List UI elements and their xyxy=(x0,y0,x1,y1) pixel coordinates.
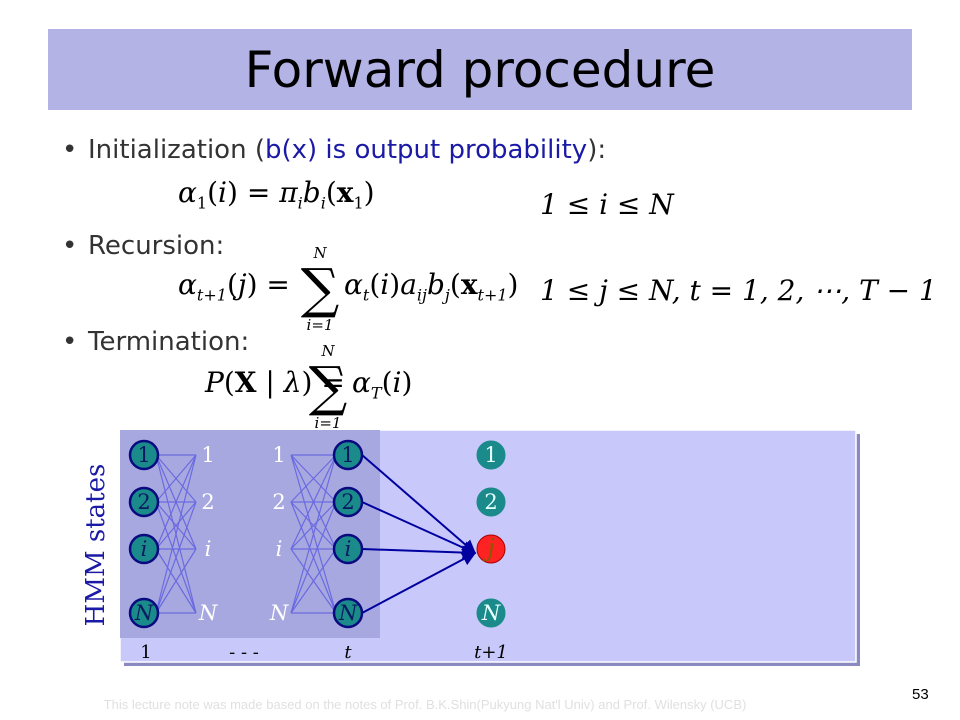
time-label: t xyxy=(344,642,352,663)
transition-edge xyxy=(290,454,337,550)
transition-edge xyxy=(290,548,337,614)
state-label: 1 xyxy=(484,443,497,467)
bullet-dot: • xyxy=(62,231,78,261)
state-node xyxy=(332,533,364,565)
state-node xyxy=(128,533,160,565)
page-number: 53 xyxy=(912,686,929,703)
transition-edge xyxy=(290,501,337,614)
y-axis-label: HMM states xyxy=(81,464,111,627)
state-label: 1 xyxy=(137,443,150,467)
bullet-initialization: •Initialization (b(x) is output probabil… xyxy=(62,135,607,165)
state-label: 2 xyxy=(137,490,150,514)
time-label: t+1 xyxy=(474,642,508,663)
transition-edge xyxy=(290,501,337,550)
state-label: 2 xyxy=(341,490,354,514)
sigma-icon: ∑ xyxy=(300,257,340,320)
transition-edge xyxy=(155,454,197,550)
bullet-dot: • xyxy=(62,135,78,165)
sum-termination: N ∑ i=1 xyxy=(306,342,350,432)
sigma-icon: ∑ xyxy=(308,355,348,418)
output-probability-note: b(x) is output probability xyxy=(264,135,588,165)
bullet-dot: • xyxy=(62,327,78,357)
time-label: 1 xyxy=(140,642,151,663)
bullet-termination: •Termination: xyxy=(62,327,250,357)
state-label: 2 xyxy=(484,490,497,514)
transition-edge xyxy=(155,548,197,614)
sum-recursion: N ∑ i=1 xyxy=(298,244,342,334)
transition-edge xyxy=(155,501,197,550)
transition-edge xyxy=(290,454,337,614)
arrow-to-j xyxy=(361,501,477,555)
state-node xyxy=(476,440,506,470)
state-node xyxy=(332,486,364,518)
time-label: - - - xyxy=(229,642,259,663)
bullet-recursion: •Recursion: xyxy=(62,231,225,261)
transition-edge xyxy=(155,501,197,614)
formula-recursion: αt+1(j) = xyxy=(178,268,290,305)
state-label: i xyxy=(141,537,148,561)
arrow-to-j xyxy=(361,454,477,554)
state-node xyxy=(128,597,160,629)
formula-termination: P(X | λ) = xyxy=(205,366,345,399)
transition-edge xyxy=(290,454,337,503)
state-node xyxy=(128,439,160,471)
state-label: N xyxy=(481,601,501,625)
transition-edge xyxy=(155,454,197,614)
range-recursion: 1 ≤ j ≤ N, t = 1, 2, ⋯, T − 1 xyxy=(540,274,937,307)
footer-note: This lecture note was made based on the … xyxy=(103,697,747,712)
title-bar: Forward procedure xyxy=(48,29,912,110)
state-label: i xyxy=(205,537,212,561)
formula-termination-rhs: αT(i) xyxy=(352,366,413,403)
state-label: i xyxy=(345,537,352,561)
slide-title: Forward procedure xyxy=(244,41,716,99)
state-label: N xyxy=(198,601,218,625)
state-node xyxy=(128,486,160,518)
state-node xyxy=(476,598,506,628)
transition-edge xyxy=(155,454,197,503)
state-node xyxy=(332,597,364,629)
formula-initialization: α1(i) = πibi(x1) xyxy=(178,176,375,213)
state-label: 2 xyxy=(201,490,214,514)
state-label: 1 xyxy=(272,443,285,467)
state-node-j-highlighted xyxy=(476,534,506,564)
state-label: i xyxy=(276,537,283,561)
state-label: N xyxy=(269,601,289,625)
state-label: 1 xyxy=(201,443,214,467)
arrow-to-j xyxy=(361,552,477,614)
state-node xyxy=(332,439,364,471)
state-label: 2 xyxy=(272,490,285,514)
state-label: 1 xyxy=(341,443,354,467)
state-label: N xyxy=(338,601,358,625)
state-label: N xyxy=(134,601,154,625)
state-node xyxy=(476,487,506,517)
range-initialization: 1 ≤ i ≤ N xyxy=(540,188,674,221)
arrow-to-j xyxy=(361,545,477,560)
formula-recursion-rhs: αt(i)aijbj(xt+1) xyxy=(344,268,519,305)
